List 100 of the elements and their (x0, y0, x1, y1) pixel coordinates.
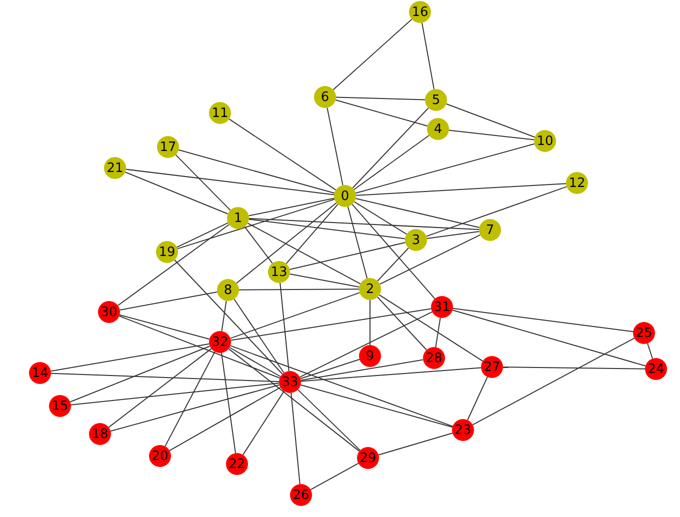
graph-node (156, 241, 178, 263)
edge-line (448, 130, 535, 140)
edge-line (238, 288, 360, 290)
node-label: 0 (340, 188, 350, 204)
edge-line (242, 390, 284, 456)
edge-line (70, 346, 210, 402)
graph-node (226, 453, 248, 475)
node-label: 1 (234, 210, 242, 226)
graph-node (89, 423, 111, 445)
graph-node (104, 157, 126, 179)
edge-line (446, 103, 536, 138)
edge-line (289, 242, 406, 270)
edge-line (230, 308, 432, 341)
graph-node (227, 207, 249, 229)
node-label: 6 (320, 90, 330, 104)
node-label: 22 (228, 456, 246, 472)
graph-node (217, 279, 239, 301)
edge-line (108, 348, 212, 428)
edge-line (354, 201, 408, 235)
graph-node (409, 1, 431, 23)
edge-line (426, 186, 568, 237)
edge-line (502, 366, 646, 370)
node-label: 10 (536, 134, 554, 148)
edge-line (110, 384, 280, 432)
edge-line (244, 226, 273, 264)
graph-node (479, 219, 501, 241)
edge-line (124, 172, 228, 214)
edge-line (178, 149, 335, 194)
node-label: 28 (426, 350, 442, 366)
node-label: 2 (366, 282, 374, 296)
node-label: 19 (158, 244, 176, 260)
edge-line (300, 358, 360, 380)
edge-line (467, 376, 488, 420)
graph-node (49, 395, 71, 417)
edge-line (164, 351, 216, 447)
node-label: 26 (292, 488, 310, 502)
edge-line (119, 292, 218, 310)
edge-line (379, 234, 481, 285)
node-label: 7 (486, 222, 494, 238)
edge-line (50, 372, 280, 382)
graph-node (405, 229, 427, 251)
node-label: 30 (100, 304, 118, 320)
edge-line (248, 218, 480, 230)
graph-node (359, 278, 381, 300)
edge-line (472, 338, 635, 426)
edge-line (236, 202, 337, 284)
node-label: 21 (106, 160, 124, 176)
edge-line (352, 108, 429, 188)
graph-node (149, 445, 171, 467)
edge-line (378, 294, 484, 362)
edge-line (426, 231, 480, 239)
node-label: 32 (212, 334, 228, 350)
graph-node (334, 185, 356, 207)
graph-node (452, 419, 474, 441)
edge-line (300, 367, 482, 382)
graph-node (566, 172, 588, 194)
edge-line (300, 384, 453, 428)
edge-line (234, 298, 284, 374)
edge-line (378, 432, 453, 456)
edge-line (355, 198, 480, 228)
edge-line (125, 168, 335, 196)
node-label: 20 (152, 448, 168, 464)
edge-line (174, 260, 283, 374)
graph-node (209, 331, 231, 353)
graph-node (279, 371, 301, 393)
graph-node (633, 322, 655, 344)
edge-line (332, 18, 412, 90)
edge-line (117, 224, 230, 306)
graph-node (645, 358, 667, 380)
node-label: 17 (160, 140, 176, 154)
edge-line (377, 248, 409, 282)
node-label: 14 (32, 366, 48, 380)
edge-line (297, 389, 361, 451)
node-label: 13 (270, 264, 288, 280)
node-label: 29 (360, 450, 376, 466)
edge-line (356, 183, 566, 196)
edge-line (228, 348, 360, 452)
node-label: 12 (568, 176, 586, 190)
node-label: 15 (52, 398, 68, 414)
edge-line (435, 317, 441, 348)
edge-line (290, 392, 300, 485)
edge-line (247, 222, 361, 284)
node-label: 5 (432, 92, 440, 108)
edge-line (452, 308, 634, 332)
edge-line (248, 218, 406, 240)
graph-node (431, 296, 453, 318)
node-label: 27 (484, 360, 500, 374)
node-label: 18 (92, 426, 108, 442)
edge-line (230, 292, 360, 339)
node-label: 25 (636, 326, 652, 340)
edge-line (229, 347, 281, 377)
node-label: 4 (434, 122, 442, 136)
edge-line (300, 359, 424, 381)
edge-line (230, 345, 454, 427)
edge-line (119, 314, 210, 340)
edge-line (352, 204, 436, 300)
edge-line (377, 296, 427, 350)
edge-line (647, 342, 653, 360)
edge-line (50, 343, 210, 372)
edge-line (280, 282, 290, 372)
